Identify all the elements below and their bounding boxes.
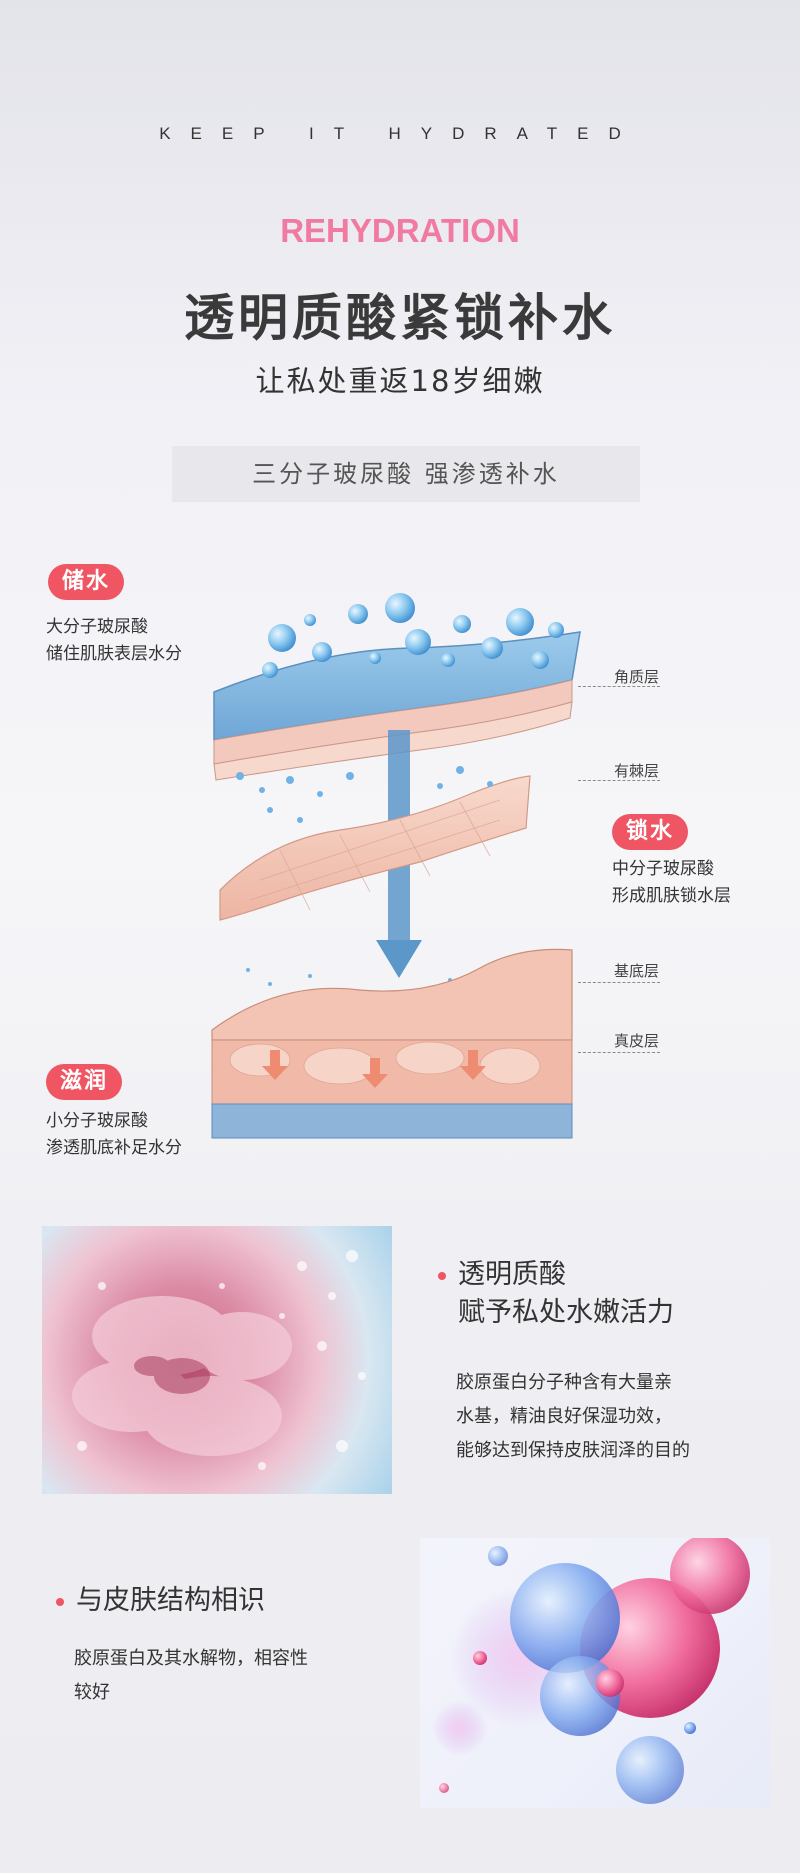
nourish-description: 小分子玻尿酸 渗透肌底补足水分 (46, 1111, 182, 1158)
tagline: KEEP IT HYDRATED (159, 124, 641, 143)
feature2-body: 胶原蛋白及其水解物，相容性 较好 (74, 1648, 308, 1703)
badge-store: 储水 (48, 564, 125, 600)
bubbles-image (420, 1538, 770, 1808)
store-description: 大分子玻尿酸 储住肌肤表层水分 (46, 617, 182, 664)
leader-line (578, 780, 660, 781)
banner: 三分子玻尿酸 强渗透补水 (172, 446, 640, 502)
molecule-bubbles (432, 1538, 750, 1804)
feature1-body: 胶原蛋白分子种含有大量亲 水基，精油良好保湿功效， 能够达到保持皮肤润泽的目的 (456, 1372, 690, 1461)
banner-text: 三分子玻尿酸 强渗透补水 (252, 460, 560, 488)
layer-label-stratum-corneum: 角质层 (614, 668, 660, 686)
lock-description: 中分子玻尿酸 形成肌肤锁水层 (612, 859, 731, 906)
bullet-dot (438, 1271, 446, 1280)
badge-lock: 锁水 (612, 814, 689, 850)
skin-layers-illustration (211, 593, 581, 1139)
leader-line (578, 1052, 660, 1053)
subtitle: 让私处重返18岁细嫩 (255, 364, 545, 398)
badge-nourish: 滋润 (46, 1064, 123, 1100)
bubbles (262, 593, 564, 678)
english-title: REHYDRATION (280, 212, 520, 249)
flower-petals (72, 1250, 366, 1470)
layer-label-basal: 基底层 (614, 962, 660, 980)
layer-label-dermis: 真皮层 (614, 1032, 660, 1050)
page-title: 透明质酸紧锁补水 (184, 289, 616, 347)
leader-line (578, 686, 660, 687)
flower-image (42, 1226, 392, 1494)
leader-line (578, 982, 660, 983)
feature2-title: 与皮肤结构相识 (56, 1582, 265, 1620)
feature1-title: 透明质酸 赋予私处水嫩活力 (438, 1256, 674, 1332)
layer-label-spinous: 有棘层 (614, 762, 660, 780)
bullet-dot (56, 1597, 64, 1606)
